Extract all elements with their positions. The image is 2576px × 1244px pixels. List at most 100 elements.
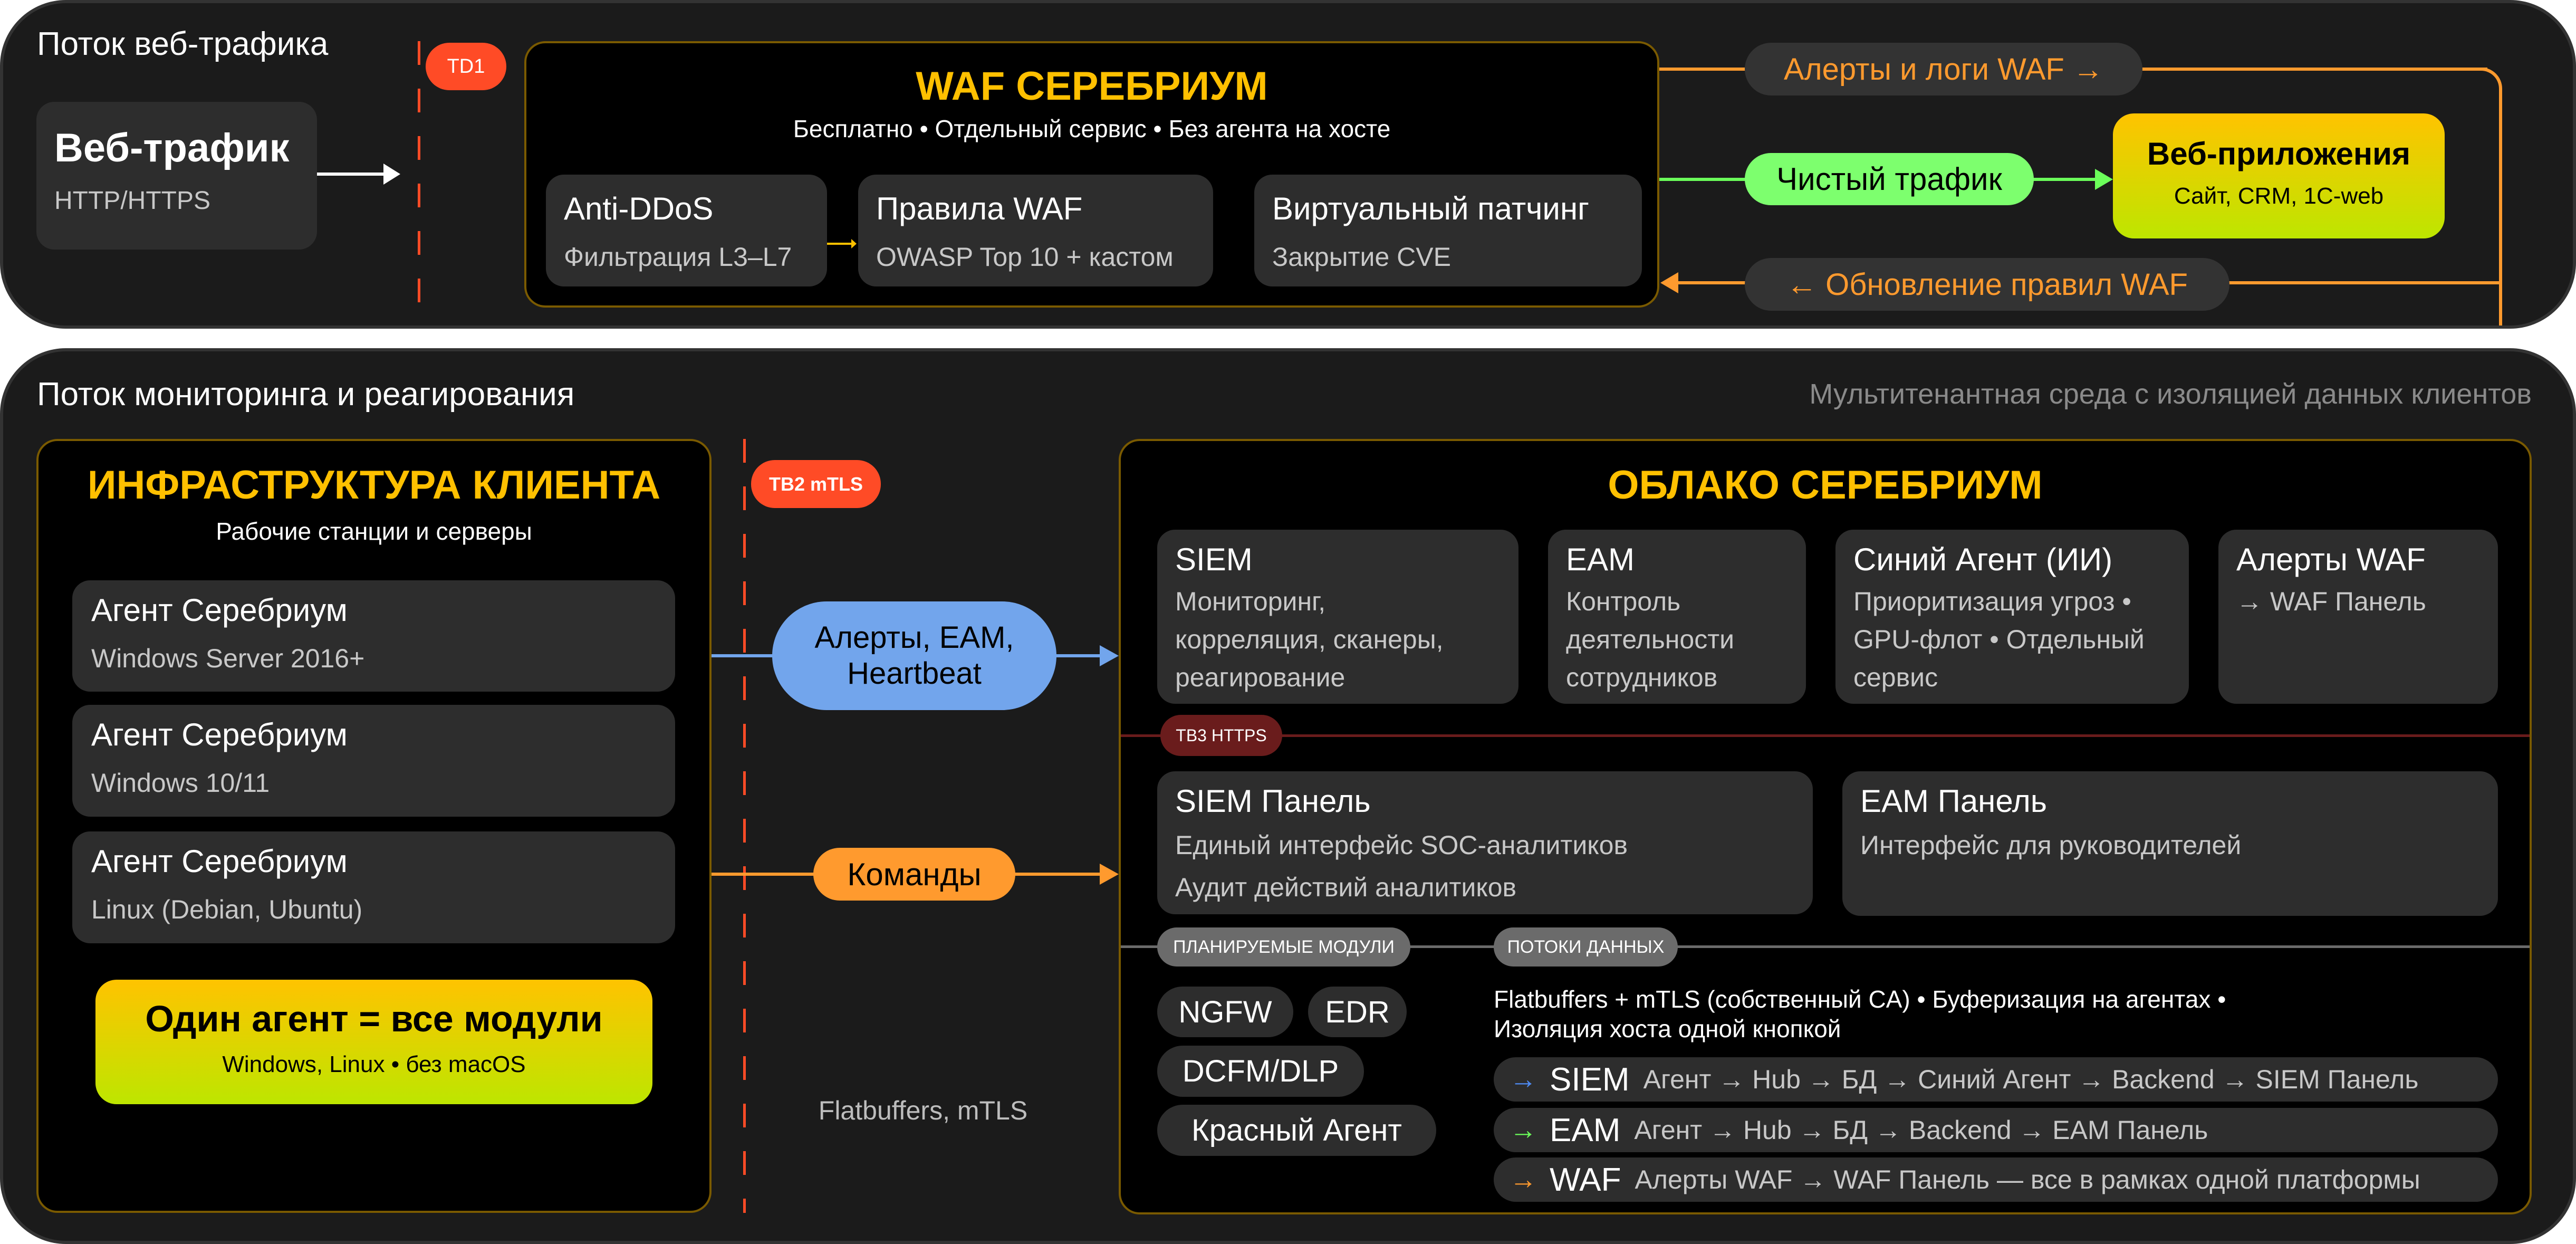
- description-line: Аудит действий аналитиков: [1175, 873, 1517, 902]
- flow-path: Агент → Hub → БД → Синий Агент → Backend…: [1643, 1065, 2419, 1094]
- planned-module-red-agent[interactable]: Красный Агент: [1157, 1105, 1436, 1156]
- description-line: GPU-флот • Отдельный: [1853, 625, 2145, 654]
- cloud-serebrium-box[interactable]: ОБЛАКО СЕРЕБРИУМ SIEM Мониторинг, коррел…: [1119, 439, 2532, 1214]
- service-title: Алерты WAF: [2236, 542, 2426, 577]
- panel-description: Единый интерфейс SOC-аналитиков Аудит де…: [1175, 824, 1628, 908]
- service-description: Приоритизация угроз • GPU-флот • Отдельн…: [1853, 582, 2145, 696]
- data-flows-badge: ПОТОКИ ДАННЫХ: [1494, 927, 1678, 967]
- description-line: Единый интерфейс SOC-аналитиков: [1175, 830, 1628, 860]
- agent-title: Агент Серебриум: [91, 717, 348, 752]
- trust-boundary-td1-badge: TD1: [426, 43, 506, 90]
- trust-boundary-tb3-line: [1121, 734, 2530, 737]
- agent-title: Агент Серебриум: [91, 592, 348, 628]
- module-subtitle: Фильтрация L3–L7: [564, 242, 792, 272]
- client-infrastructure-title: ИНФРАСТРУКТУРА КЛИЕНТА: [87, 463, 661, 508]
- edge-alerts-logs-corner: [2468, 68, 2502, 101]
- arrowhead-icon: [1100, 645, 1119, 666]
- trust-boundary-tb2-badge: TB2 mTLS: [751, 460, 881, 508]
- trust-boundary-tb2-line: [743, 439, 746, 1213]
- description-line: Контроль: [1566, 587, 1681, 616]
- waf-module-rules[interactable]: Правила WAF OWASP Top 10 + кастом: [858, 175, 1213, 286]
- service-description: → WAF Панель: [2236, 582, 2426, 620]
- description-line: корреляция, сканеры,: [1175, 625, 1444, 654]
- agent-os: Windows Server 2016+: [91, 644, 365, 673]
- data-flows-note: Flatbuffers + mTLS (собственный CA) • Бу…: [1494, 984, 2226, 1044]
- cloud-title: ОБЛАКО СЕРЕБРИУМ: [1608, 463, 2043, 508]
- edge-alerts-logs-vertical: [2499, 100, 2502, 326]
- data-flow-row-waf[interactable]: → WAF Алерты WAF → WAF Панель — все в ра…: [1494, 1157, 2498, 1202]
- service-card-siem[interactable]: SIEM Мониторинг, корреляция, сканеры, ре…: [1157, 530, 1518, 704]
- agent-card[interactable]: Агент Серебриум Linux (Debian, Ubuntu): [72, 831, 675, 943]
- arrow-right-icon: →: [1510, 1164, 1537, 1195]
- arrowhead-icon: [383, 164, 400, 185]
- data-flow-row-eam[interactable]: → EAM Агент → Hub → БД → Backend → EAM П…: [1494, 1108, 2498, 1152]
- section-separator-line: [1121, 945, 2530, 948]
- arrow-ddos-to-rules: [827, 243, 853, 245]
- flow-path: Алерты WAF → WAF Панель — все в рамках о…: [1635, 1165, 2420, 1194]
- service-card-eam[interactable]: EAM Контроль деятельности сотрудников: [1548, 530, 1806, 704]
- edge-alerts-logs-label: Алерты и логи WAF →: [1745, 43, 2142, 95]
- service-card-waf-alerts[interactable]: Алерты WAF → WAF Панель: [2218, 530, 2498, 704]
- arrowhead-icon: [1100, 864, 1119, 885]
- siem-panel-card[interactable]: SIEM Панель Единый интерфейс SOC-аналити…: [1157, 771, 1813, 914]
- one-agent-title: Один агент = все модули: [145, 998, 603, 1039]
- description-line: деятельности: [1566, 625, 1735, 654]
- service-card-blue-agent[interactable]: Синий Агент (ИИ) Приоритизация угроз • G…: [1835, 530, 2189, 704]
- arrow-source-to-waf: [317, 173, 386, 176]
- arrowhead-icon: [1660, 272, 1678, 293]
- description-line: → WAF Панель: [2236, 587, 2426, 616]
- flows-note-line: Изоляция хоста одной кнопкой: [1494, 1015, 1841, 1042]
- arrowhead-icon: [2095, 169, 2113, 190]
- service-description: Контроль деятельности сотрудников: [1566, 582, 1734, 696]
- waf-serebrium-box[interactable]: WAF СЕРЕБРИУМ Бесплатно • Отдельный серв…: [524, 41, 1659, 308]
- description-line: Приоритизация угроз •: [1853, 587, 2131, 616]
- edge-clean-traffic-label: Чистый трафик: [1745, 153, 2034, 205]
- description-line: сервис: [1853, 663, 1938, 692]
- web-traffic-source-box[interactable]: Веб-трафик HTTP/HTTPS: [36, 102, 317, 250]
- client-infrastructure-subtitle: Рабочие станции и серверы: [216, 518, 532, 545]
- planned-module-ngfw[interactable]: NGFW: [1157, 987, 1293, 1037]
- agent-title: Агент Серебриум: [91, 844, 348, 879]
- waf-module-virtual-patching[interactable]: Виртуальный патчинг Закрытие CVE: [1254, 175, 1642, 286]
- service-title: SIEM: [1175, 542, 1253, 577]
- monitoring-flow-title: Поток мониторинга и реагирования: [37, 376, 575, 413]
- web-applications-box[interactable]: Веб-приложения Сайт, CRM, 1С-web: [2113, 113, 2445, 238]
- agent-os: Linux (Debian, Ubuntu): [91, 895, 363, 924]
- arrowhead-icon: [851, 239, 857, 248]
- agent-os: Windows 10/11: [91, 768, 270, 798]
- waf-subtitle: Бесплатно • Отдельный сервис • Без агент…: [793, 115, 1391, 142]
- panel-title: SIEM Панель: [1175, 783, 1371, 819]
- web-applications-title: Веб-приложения: [2147, 136, 2411, 171]
- one-agent-all-modules-box: Один агент = все модули Windows, Linux •…: [95, 980, 652, 1104]
- flow-path: Агент → Hub → БД → Backend → EAM Панель: [1634, 1115, 2208, 1145]
- description-line: реагирование: [1175, 663, 1345, 692]
- eam-panel-card[interactable]: EAM Панель Интерфейс для руководителей: [1842, 771, 2498, 916]
- waf-title: WAF СЕРЕБРИУМ: [916, 64, 1268, 109]
- web-traffic-source-subtitle: HTTP/HTTPS: [54, 187, 210, 215]
- one-agent-subtitle: Windows, Linux • без macOS: [222, 1051, 526, 1077]
- data-flow-row-siem[interactable]: → SIEM Агент → Hub → БД → Синий Агент → …: [1494, 1057, 2498, 1102]
- client-infrastructure-box[interactable]: ИНФРАСТРУКТУРА КЛИЕНТА Рабочие станции и…: [36, 439, 712, 1213]
- flows-note-line: Flatbuffers + mTLS (собственный CA) • Бу…: [1494, 985, 2226, 1013]
- trust-boundary-tb3-badge: TB3 HTTPS: [1160, 715, 1282, 756]
- transport-caption: Flatbuffers, mTLS: [818, 1096, 1028, 1125]
- module-title: Виртуальный патчинг: [1272, 191, 1589, 226]
- service-title: EAM: [1566, 542, 1635, 577]
- waf-module-anti-ddos[interactable]: Anti-DDoS Фильтрация L3–L7: [546, 175, 827, 286]
- arrow-right-icon: →: [1510, 1064, 1537, 1095]
- trust-boundary-td1-line: [418, 41, 420, 312]
- service-title: Синий Агент (ИИ): [1853, 542, 2113, 577]
- planned-module-edr[interactable]: EDR: [1308, 987, 1407, 1037]
- planned-module-dcfm-dlp[interactable]: DCFM/DLP: [1157, 1046, 1364, 1097]
- service-description: Мониторинг, корреляция, сканеры, реагиро…: [1175, 582, 1444, 696]
- agent-card[interactable]: Агент Серебриум Windows 10/11: [72, 705, 675, 817]
- description-line: Интерфейс для руководителей: [1860, 830, 2242, 860]
- edge-alerts-line1: Алерты, EAM,: [814, 620, 1014, 655]
- multitenant-caption: Мультитенантная среда с изоляцией данных…: [1809, 378, 2532, 410]
- web-traffic-source-title: Веб-трафик: [54, 126, 290, 170]
- edge-commands-label: Команды: [813, 848, 1015, 901]
- description-line: сотрудников: [1566, 663, 1718, 692]
- flow-name: SIEM: [1550, 1061, 1630, 1098]
- agent-card[interactable]: Агент Серебриум Windows Server 2016+: [72, 580, 675, 692]
- module-subtitle: Закрытие CVE: [1272, 242, 1451, 272]
